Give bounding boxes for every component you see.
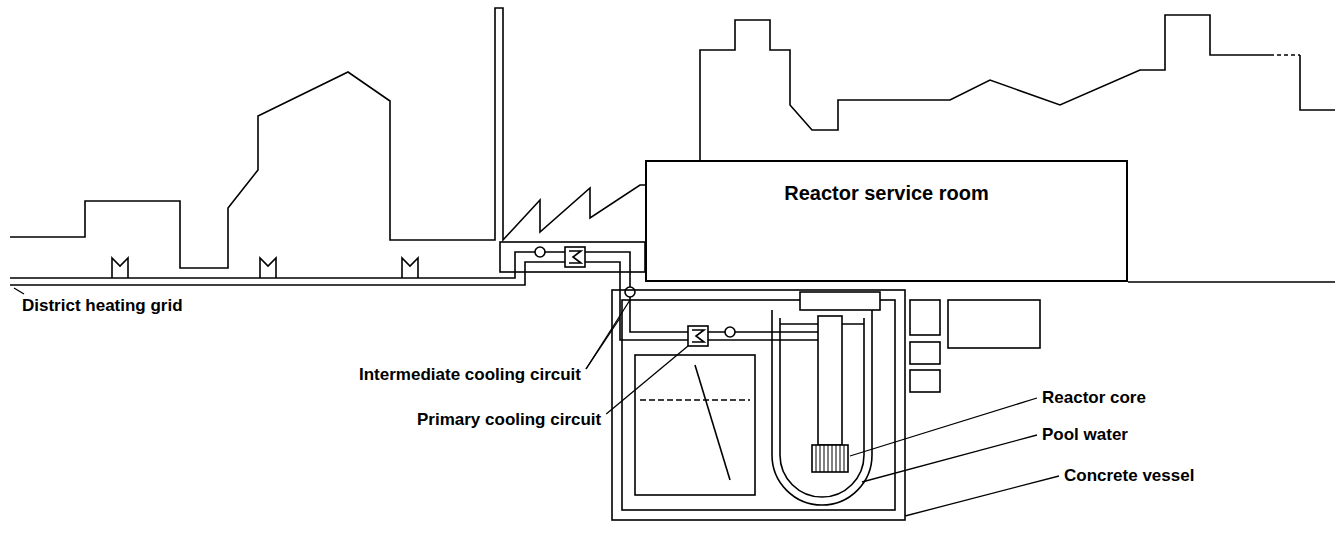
storage-tank [635,355,755,495]
primary-pipe [708,339,818,341]
city-skyline [1300,55,1335,110]
leader-line [862,435,1037,482]
pump-symbol [535,247,545,257]
heat-exchanger-coil [692,330,704,342]
side-room [910,342,940,364]
side-room [948,300,1040,348]
heat-exchanger-coil [569,251,581,263]
reactor-core [812,445,848,472]
leader-line [586,300,630,369]
core-hatching [816,445,844,472]
city-skyline [1270,54,1300,56]
heat-exchanger [565,247,585,267]
heating-pipe [10,252,565,278]
side-room [910,370,940,392]
exchanger-housing [500,242,645,272]
callout-label: Reactor core [1040,388,1148,408]
intermediate-pipe [585,262,688,340]
city-skyline [10,8,645,268]
room-box: Reactor service room [645,160,1128,282]
room-name: Reactor service room [647,182,1126,205]
heating-pipe [10,262,565,285]
ground-line [1128,281,1335,283]
callout-label: Concrete vessel [1062,466,1196,486]
tank-rod [695,365,730,480]
callout-label: Pool water [1040,425,1130,445]
pool-cover [800,292,880,310]
intermediate-pipe [585,252,688,332]
callout-label: Intermediate cooling circuit [357,365,583,385]
pump-symbol [725,327,735,337]
tank-water-line [640,399,750,401]
concrete-vessel [612,290,905,520]
side-room [910,300,940,335]
heating-vent [260,258,276,278]
leader-line [850,398,1037,456]
callout-label: Primary cooling circuit [415,410,603,430]
leader-line [606,346,688,414]
heat-exchanger [688,326,708,346]
leader-line [14,288,24,294]
reactor-tube [818,316,842,445]
concrete-vessel-inner [622,300,895,510]
callout-label: District heating grid [20,296,185,316]
city-skyline [700,15,1270,160]
reactor-pool [772,310,872,505]
heating-vent [402,258,418,278]
leader-line [905,476,1059,516]
pump-symbol [625,287,635,297]
heating-vent [112,258,128,278]
